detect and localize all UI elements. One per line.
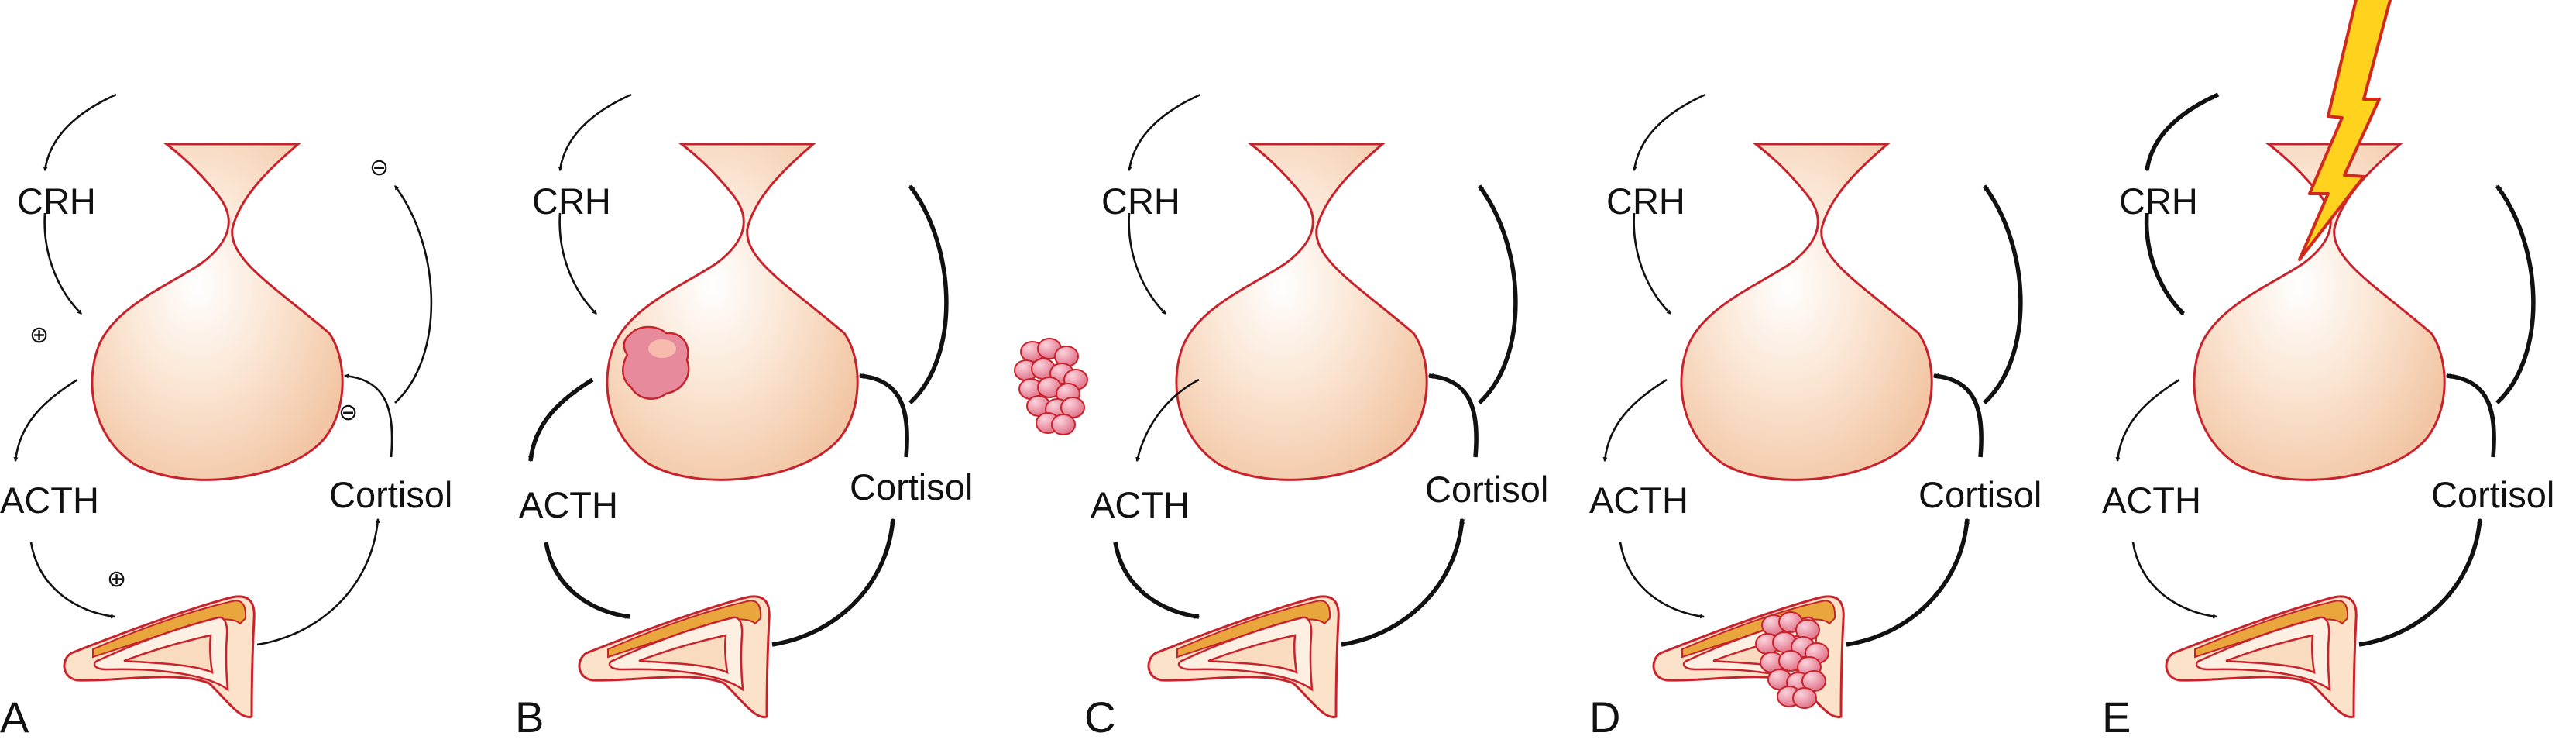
lightning-bolt-icon: [2298, 0, 2392, 261]
arrow-cortisol-to-pituitary: [2445, 373, 2496, 458]
crh-label: CRH: [2119, 181, 2198, 222]
arrow-adrenal-to-cortisol: [2358, 518, 2482, 647]
pituitary-gland: [606, 143, 859, 481]
arrow-to-crh: [1127, 93, 1201, 172]
panel-letter: B: [515, 693, 544, 741]
arrow-cortisol-to-hypothalamus: [393, 185, 433, 404]
adrenal-gland: [2165, 595, 2358, 718]
arrow-acth-to-adrenal: [2131, 542, 2218, 619]
arrow-crh-to-pituitary: [1128, 212, 1166, 315]
arrow-acth-to-adrenal: [29, 542, 116, 619]
plus-sign-acth: ⊕: [107, 566, 126, 592]
arrow-acth-to-adrenal: [1619, 542, 1705, 619]
ectopic-acth-tumor: [1014, 338, 1088, 435]
arrow-pituitary-to-acth: [1602, 378, 1668, 463]
cortisol-label: Cortisol: [850, 466, 973, 507]
arrow-pituitary-to-acth: [2115, 378, 2180, 463]
cortisol-label: Cortisol: [2431, 474, 2554, 515]
arrow-to-crh: [1632, 93, 1706, 172]
arrow-cortisol-to-pituitary: [858, 373, 909, 458]
arrow-pituitary-to-acth: [1135, 378, 1200, 463]
pituitary-gland: [1680, 143, 1933, 481]
crh-label: CRH: [532, 181, 611, 222]
arrow-adrenal-to-cortisol: [1341, 518, 1465, 647]
minus-sign-pituitary: ⊖: [338, 400, 358, 425]
pituitary-adenoma: [622, 325, 690, 400]
panel-letter: A: [0, 693, 29, 741]
arrow-cortisol-to-hypothalamus: [1982, 184, 2023, 405]
arrow-cortisol-to-pituitary: [343, 373, 393, 458]
acth-label: ACTH: [519, 484, 618, 525]
acth-label: ACTH: [1589, 480, 1688, 521]
arrow-acth-to-adrenal: [544, 542, 631, 619]
arrow-cortisol-to-pituitary: [1427, 373, 1479, 458]
adrenal-gland: [1147, 595, 1340, 718]
arrow-acth-to-adrenal: [1113, 542, 1200, 619]
plus-sign-crh: ⊕: [29, 322, 49, 348]
minus-sign-hypothalamus: ⊖: [369, 155, 389, 181]
acth-label: ACTH: [2102, 480, 2201, 521]
cortisol-label: Cortisol: [1425, 469, 1548, 510]
arrow-cortisol-to-pituitary: [1932, 373, 1984, 458]
crh-label: CRH: [17, 181, 96, 222]
adrenal-gland: [578, 595, 771, 718]
acth-label: ACTH: [1091, 484, 1190, 525]
arrow-crh-to-pituitary: [2144, 212, 2185, 315]
arrow-crh-to-pituitary: [1633, 212, 1671, 315]
pituitary-gland: [1175, 143, 1428, 481]
crh-label: CRH: [1606, 181, 1685, 222]
panel-letter: C: [1084, 693, 1115, 741]
adrenal-tumor: [1755, 611, 1829, 709]
acth-label: ACTH: [0, 480, 99, 521]
arrow-cortisol-to-hypothalamus: [2495, 184, 2536, 405]
cortisol-label: Cortisol: [1918, 474, 2042, 515]
crh-label: CRH: [1101, 181, 1180, 222]
arrow-adrenal-to-cortisol: [1846, 518, 1970, 647]
arrow-cortisol-to-hypothalamus: [1477, 184, 1518, 405]
arrow-to-crh: [558, 93, 632, 172]
arrow-to-crh: [43, 93, 117, 172]
cortisol-label: Cortisol: [329, 474, 452, 515]
arrow-crh-to-pituitary: [558, 212, 597, 315]
arrow-cortisol-to-hypothalamus: [908, 184, 949, 405]
arrow-pituitary-to-acth: [13, 378, 78, 463]
panel-letter: E: [2102, 693, 2131, 741]
arrow-pituitary-to-acth: [528, 377, 594, 463]
arrow-crh-to-pituitary: [43, 212, 82, 315]
adrenal-gland: [63, 595, 256, 718]
arrow-adrenal-to-cortisol: [256, 518, 380, 646]
pituitary-gland: [2193, 143, 2446, 481]
arrow-to-crh: [2145, 92, 2220, 172]
arrow-adrenal-to-cortisol: [771, 518, 895, 647]
panel-letter: D: [1589, 693, 1620, 741]
pituitary-gland: [91, 143, 344, 481]
